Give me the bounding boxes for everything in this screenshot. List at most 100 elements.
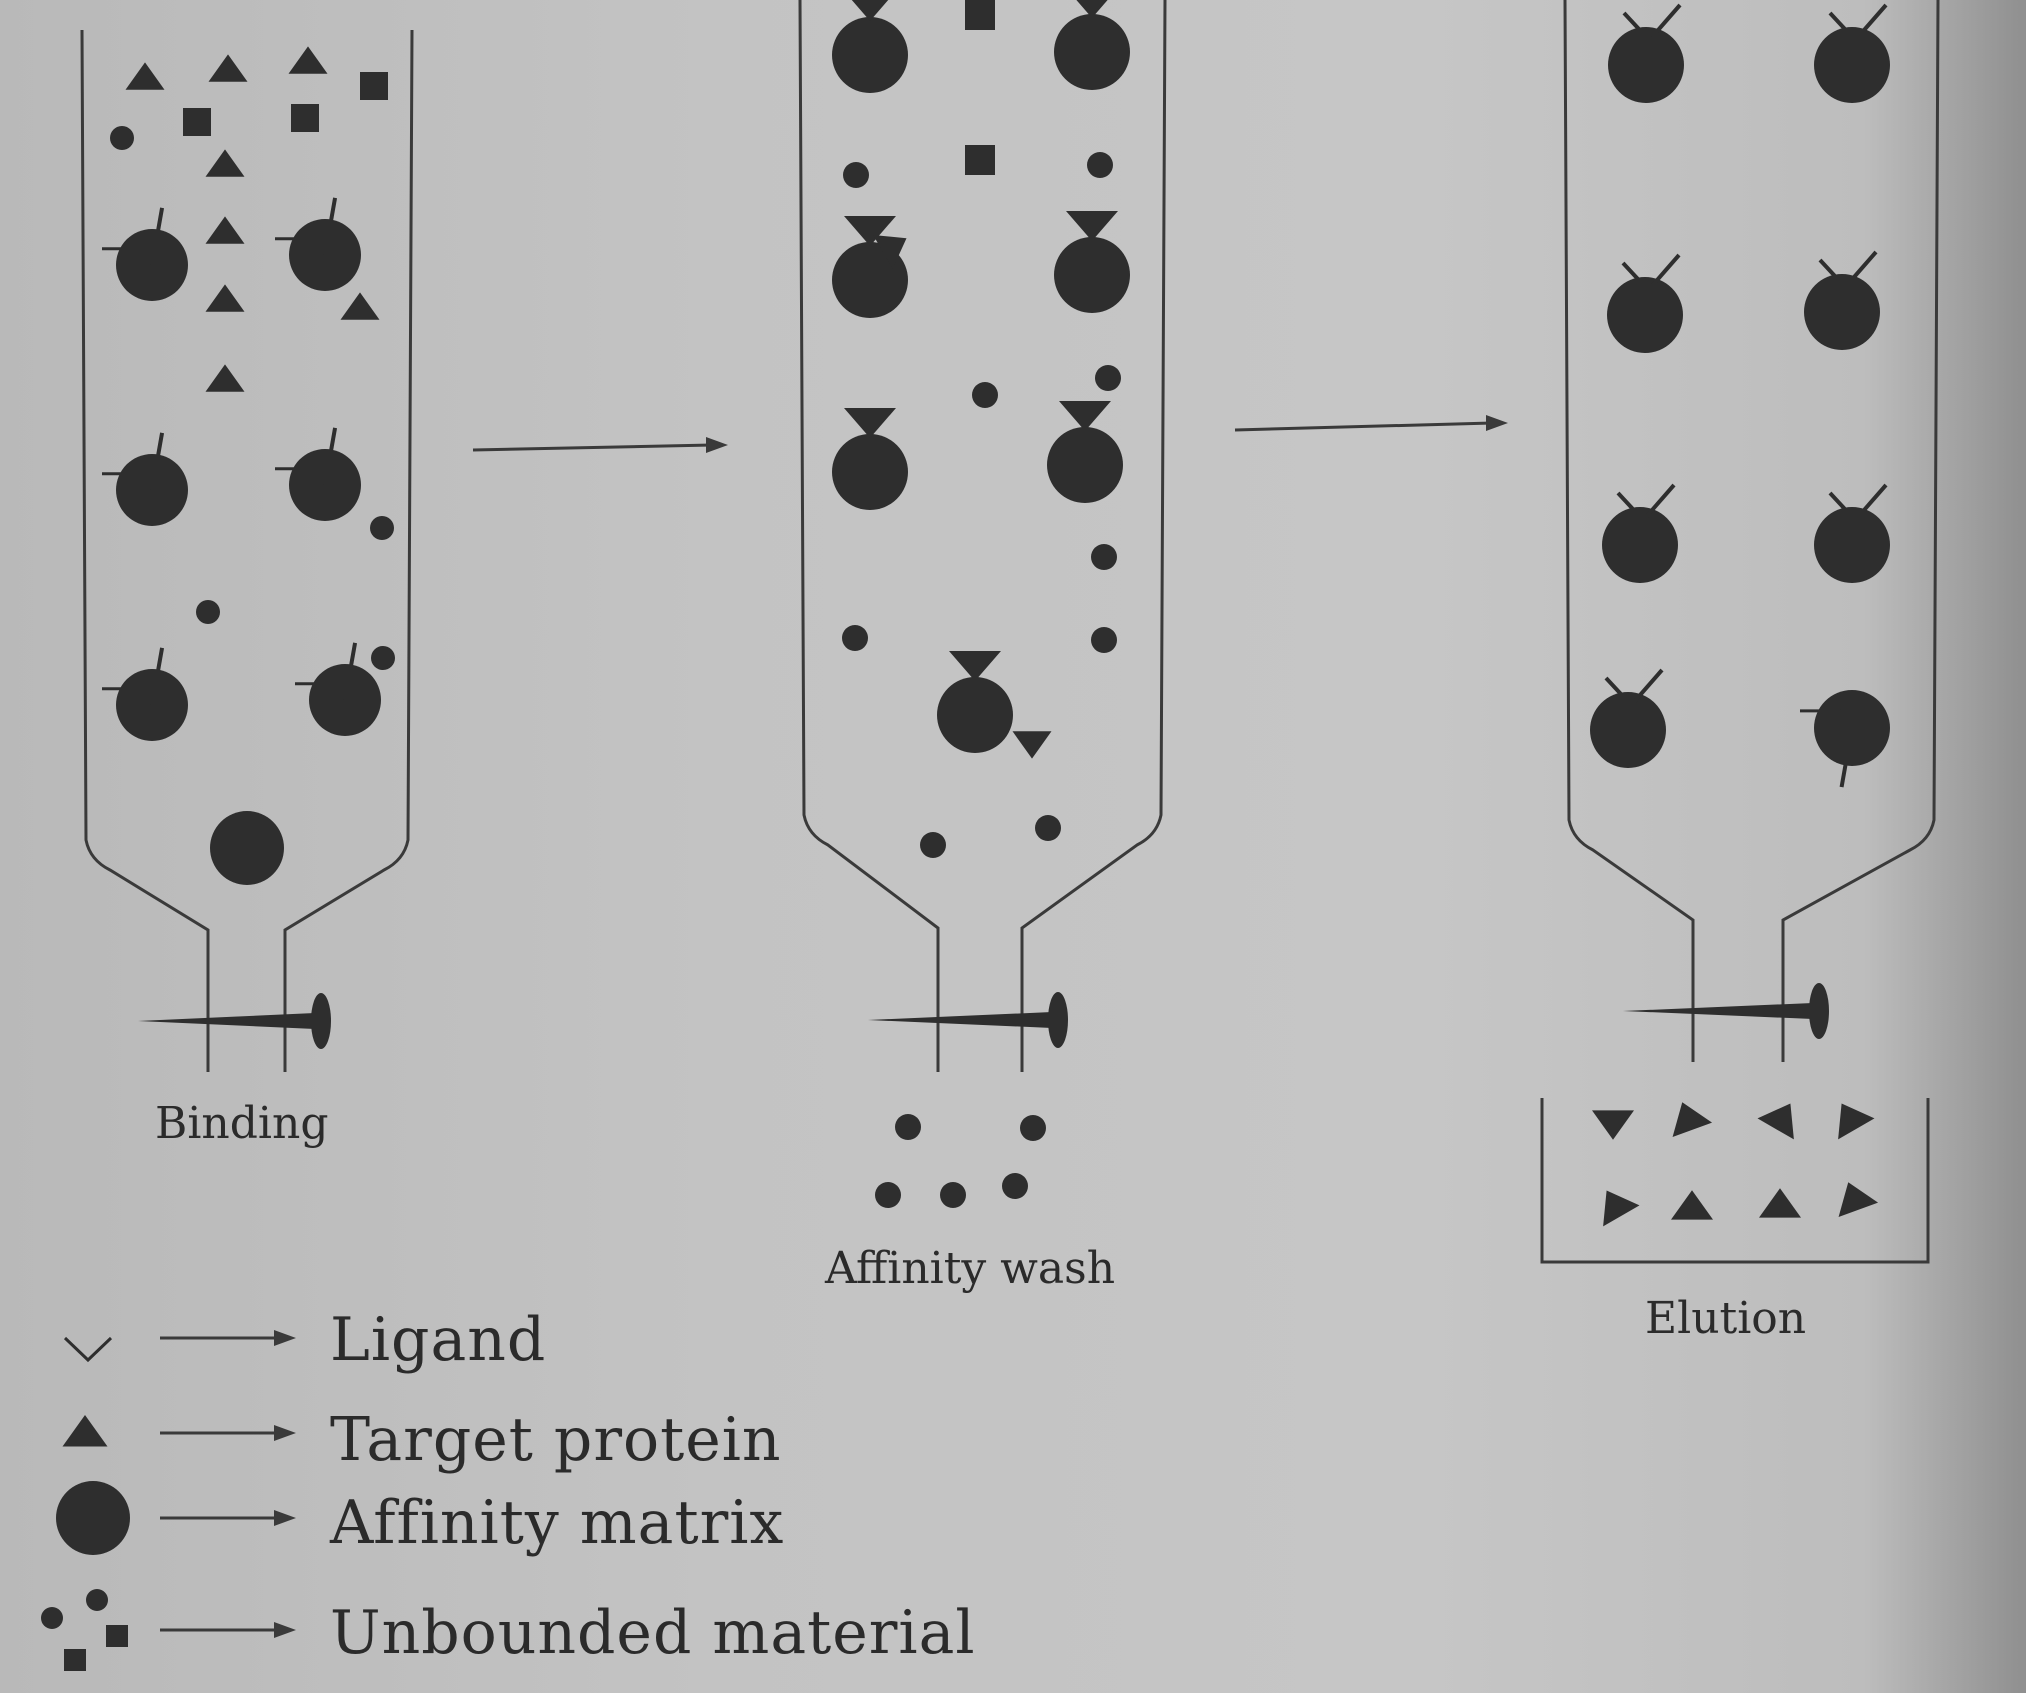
unbound-particle [370, 516, 394, 540]
ligand [150, 432, 165, 491]
unbound-particle [291, 104, 319, 132]
ligand [150, 207, 165, 266]
collection-beaker [1540, 1098, 1930, 1264]
affinity-matrix-bead [832, 17, 908, 93]
stopcock-handle [1623, 1003, 1813, 1019]
legend-label-ligand: Ligand [330, 1305, 547, 1375]
unbound-particle [843, 162, 869, 188]
free-ligand [1632, 668, 1664, 704]
target-protein [205, 216, 245, 244]
target-protein [205, 364, 245, 392]
legend-label-target-protein: Target protein [330, 1405, 782, 1475]
bound-target-protein [851, 0, 889, 21]
elution-column [1540, 0, 1940, 1264]
unbound-particle [940, 1182, 966, 1208]
target-protein [1603, 1190, 1640, 1227]
affinity-matrix-bead [1608, 27, 1684, 103]
unbound-particle [1035, 815, 1061, 841]
unbound-particle [360, 72, 388, 100]
free-ligand [1650, 3, 1682, 39]
free-ligand [1846, 250, 1878, 286]
target-protein [1671, 1190, 1713, 1220]
unbound-particle [371, 646, 395, 670]
free-ligand [1856, 483, 1888, 519]
target-protein [1592, 1110, 1634, 1140]
legend-label-affinity-matrix: Affinity matrix [330, 1488, 785, 1558]
legend-symbols [41, 1330, 296, 1671]
target-protein [873, 234, 907, 269]
unbound-particle [875, 1182, 901, 1208]
affinity-matrix-bead [937, 677, 1013, 753]
arrow-wash-to-elution-head [1486, 415, 1508, 431]
unbound-particle [1091, 627, 1117, 653]
wash-column [798, 0, 1167, 1208]
unbound-particle [895, 1114, 921, 1140]
unbound-particle [1091, 544, 1117, 570]
stopcock-handle [868, 1012, 1052, 1028]
unbound-particle [64, 1649, 86, 1671]
unbound-particle [196, 600, 220, 624]
free-ligand [1856, 3, 1888, 39]
affinity-matrix-bead [1607, 277, 1683, 353]
stopcock-knob [311, 993, 331, 1049]
arrow-binding-to-wash [472, 443, 713, 452]
arrow-wash-to-elution [1234, 421, 1493, 432]
unbound-particle [183, 108, 211, 136]
column-outline [798, 0, 1167, 1072]
target-protein [205, 284, 245, 312]
legend-arrow-target-protein-head [274, 1425, 296, 1441]
affinity-matrix-bead [210, 811, 284, 885]
free-ligand [1622, 11, 1652, 43]
process-arrows [472, 415, 1508, 453]
affinity-matrix-bead [1814, 27, 1890, 103]
bound-target-protein [1066, 211, 1118, 241]
column-outline [80, 29, 414, 1072]
free-ligand [1621, 261, 1651, 293]
ligand [323, 197, 338, 256]
bound-target-protein [1076, 0, 1108, 18]
ligand [150, 647, 165, 706]
target-protein [205, 149, 245, 177]
unbound-particle [1002, 1173, 1028, 1199]
arrow-binding-to-wash-head [706, 437, 728, 453]
affinity-matrix-bead [1047, 427, 1123, 503]
target-protein [288, 46, 328, 74]
ligand [343, 642, 358, 701]
free-ligand [1644, 483, 1676, 519]
free-ligand [1616, 491, 1646, 523]
stopcock-handle [138, 1013, 315, 1029]
affinity-matrix-bead [1602, 507, 1678, 583]
bound-target-protein [949, 651, 1001, 681]
bound-target-protein [844, 408, 896, 438]
ligand-icon [63, 1336, 113, 1363]
column-outline [1563, 0, 1940, 1062]
unbound-particle [965, 0, 995, 30]
free-ligand [1828, 11, 1858, 43]
target-protein [1759, 1188, 1801, 1218]
unbound-particle [842, 625, 868, 651]
affinity-matrix-bead [1054, 14, 1130, 90]
binding-column [80, 29, 414, 1072]
unbound-particle [110, 126, 134, 150]
bound-target-protein [844, 216, 896, 246]
ligand [323, 427, 338, 486]
target-protein [1672, 1102, 1713, 1138]
affinity-matrix-bead [1590, 692, 1666, 768]
step-label-binding: Binding [155, 1098, 329, 1149]
target-protein [340, 292, 380, 320]
free-ligand [1604, 676, 1634, 708]
affinity-matrix-bead [1814, 507, 1890, 583]
unbound-particle [86, 1589, 108, 1611]
target-protein [1757, 1103, 1794, 1140]
stopcock-knob [1809, 983, 1829, 1039]
legend-label-unbound-material: Unbounded material [330, 1598, 976, 1668]
unbound-particle [41, 1607, 63, 1629]
affinity-matrix-bead [1054, 237, 1130, 313]
target-protein [1838, 1103, 1875, 1140]
affinity-matrix-icon [56, 1481, 130, 1555]
unbound-particle [1087, 152, 1113, 178]
target-protein [208, 54, 248, 82]
legend-arrow-ligand-head [274, 1330, 296, 1346]
